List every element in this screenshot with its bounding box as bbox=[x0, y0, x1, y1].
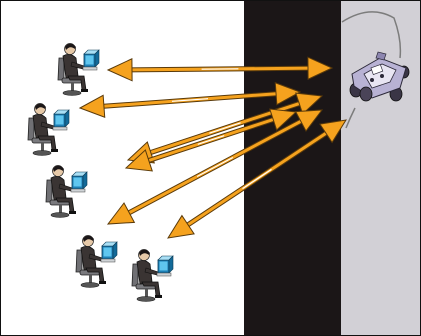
bidirectional-arrow bbox=[124, 108, 298, 172]
arrowhead bbox=[78, 94, 106, 118]
arrowhead bbox=[269, 108, 298, 131]
arrowhead bbox=[319, 119, 348, 144]
bidirectional-arrow bbox=[166, 119, 348, 239]
arrowhead bbox=[106, 202, 136, 225]
arrowhead bbox=[274, 82, 302, 106]
bidirectional-arrow bbox=[78, 82, 302, 118]
arrowhead bbox=[295, 92, 324, 115]
tether-cable-lower bbox=[345, 107, 356, 129]
bidirectional-arrow bbox=[106, 56, 334, 82]
barrier-wall bbox=[244, 0, 341, 336]
bidirectional-arrow bbox=[106, 109, 324, 225]
arrowhead bbox=[166, 214, 195, 239]
local-zone bbox=[0, 0, 244, 336]
tether-cable bbox=[341, 11, 402, 59]
arrowhead bbox=[106, 58, 133, 82]
arrowhead bbox=[124, 149, 153, 172]
remote-zone bbox=[341, 0, 421, 336]
arrowhead bbox=[307, 56, 334, 80]
links-layer bbox=[78, 56, 348, 239]
arrowhead bbox=[294, 109, 324, 132]
